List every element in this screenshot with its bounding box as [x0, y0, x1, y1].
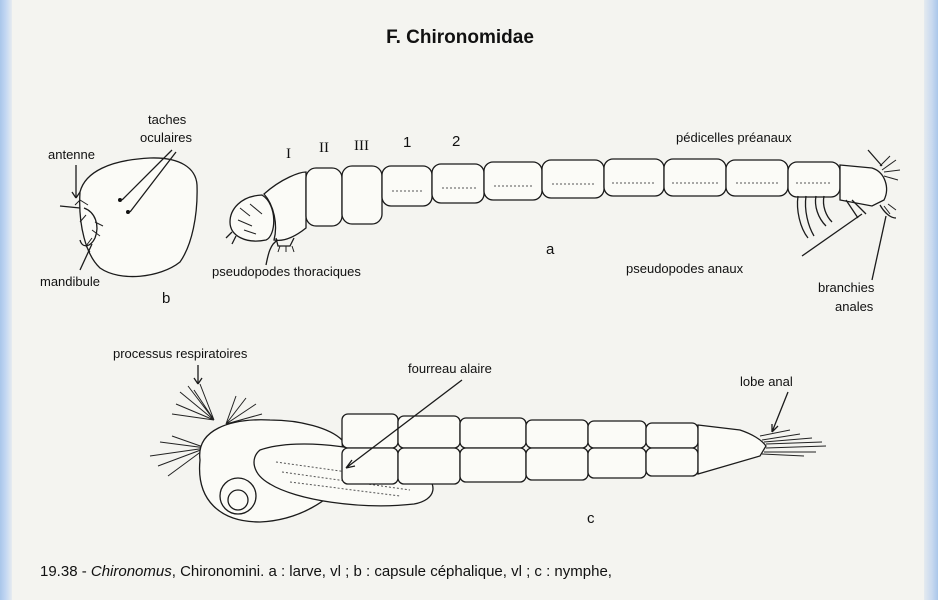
pseudopodes-thoraciques-leader [266, 240, 278, 265]
label-fourreau: fourreau alaire [408, 361, 492, 376]
label-pedicelles: pédicelles préanaux [676, 130, 792, 145]
larva-drawing [226, 156, 900, 252]
branchies-leader [872, 216, 886, 280]
label-pseudopodes-thoraciques: pseudopodes thoraciques [212, 264, 361, 279]
segment-label-iii: III [354, 138, 369, 154]
label-antenne: antenne [48, 147, 95, 162]
label-branchies: branchies [818, 280, 875, 295]
pseudopodes-anaux-leader [802, 214, 862, 256]
mandibule-leader [80, 244, 92, 270]
label-taches: taches [148, 112, 187, 127]
label-mandibule: mandibule [40, 274, 100, 289]
segment-label-i: I [286, 146, 291, 162]
label-processus: processus respiratoires [113, 346, 248, 361]
label-c: c [587, 510, 595, 527]
caption-genus: Chironomus [91, 563, 172, 580]
processus-leader [194, 365, 202, 384]
head-capsule-drawing [60, 158, 197, 277]
label-anales: anales [835, 299, 874, 314]
segment-label-ii: II [319, 140, 329, 156]
pedicelles-leader [868, 150, 882, 166]
segment-label-1: 1 [403, 134, 411, 151]
label-oculaires: oculaires [140, 130, 193, 145]
label-lobe-anal: lobe anal [740, 374, 793, 389]
caption-rest: , Chironomini. a : larve, vl ; b : capsu… [172, 563, 612, 580]
segment-label-2: 2 [452, 133, 460, 150]
figure-title: F. Chironomidae [386, 27, 534, 48]
figure-caption: 19.38 - Chironomus, Chironomini. a : lar… [40, 563, 920, 580]
label-pseudopodes-anaux: pseudopodes anaux [626, 261, 744, 276]
label-b: b [162, 290, 170, 307]
pupa-drawing [150, 384, 826, 522]
caption-number: 19.38 - [40, 563, 91, 580]
label-a: a [546, 241, 555, 258]
lobe-anal-leader [772, 392, 788, 432]
